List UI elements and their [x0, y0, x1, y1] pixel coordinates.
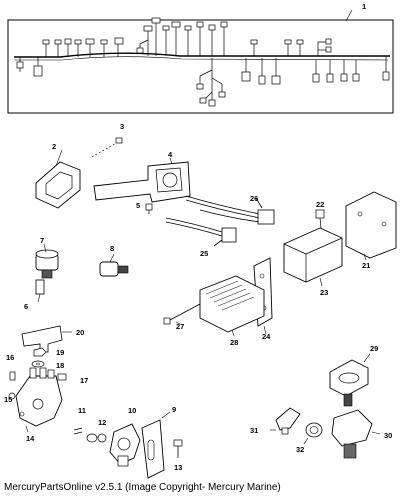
- part-clip-15: [8, 392, 16, 400]
- part-sensor-7: [35, 243, 59, 279]
- callout-1: 1: [362, 2, 366, 11]
- part-bracket-20: [21, 325, 72, 353]
- part-module-23: [283, 227, 343, 287]
- callout-7: 7: [40, 236, 44, 245]
- part-pin-11: [73, 427, 83, 435]
- callout-32: 32: [296, 445, 304, 454]
- callout-labels: 1 2 3 4 5 6 7 8 9 10 11 12 13 14 15 16 1…: [4, 2, 392, 472]
- callout-22: 22: [316, 200, 324, 209]
- part-screw-5: [145, 203, 153, 214]
- callout-24: 24: [262, 332, 271, 341]
- callout-2: 2: [52, 142, 56, 151]
- callout-27: 27: [176, 322, 184, 331]
- callout-15: 15: [4, 395, 12, 404]
- part-bracket-21: [345, 191, 397, 261]
- part-bolt-27: [163, 303, 201, 325]
- callout-4: 4: [168, 150, 173, 159]
- callout-12: 12: [98, 418, 106, 427]
- callout-10: 10: [128, 406, 136, 415]
- part-mount-gasket: [35, 149, 81, 209]
- part-washer-32: [303, 422, 323, 445]
- part-harness-25: [165, 217, 237, 247]
- part-bolt-13: [173, 439, 183, 458]
- callout-26: 26: [250, 194, 258, 203]
- callout-3: 3: [120, 122, 124, 131]
- part-fitting-6: [35, 279, 45, 303]
- callout-11: 11: [78, 406, 86, 415]
- callout-19: 19: [56, 348, 64, 357]
- callout-25: 25: [200, 249, 208, 258]
- callout-18: 18: [56, 361, 64, 370]
- callout-6: 6: [24, 302, 28, 311]
- part-control-module-28: [199, 275, 265, 337]
- part-screw-17: [57, 373, 67, 381]
- callout-29: 29: [370, 344, 378, 353]
- part-sensor-8: [99, 253, 129, 277]
- part-mounting-bracket-4: [93, 157, 191, 203]
- callout-30: 30: [384, 431, 392, 440]
- callout-20: 20: [76, 328, 84, 337]
- image-copyright-footer: MercuryPartsOnline v2.5.1 (Image Copyrig…: [4, 482, 281, 493]
- callout-31: 31: [250, 426, 258, 435]
- part-housing-14: [15, 367, 63, 433]
- part-fitting-31: [270, 407, 301, 435]
- part-harness-26: [185, 195, 275, 225]
- part-sensor-29: [329, 353, 371, 407]
- callout-14: 14: [26, 434, 35, 443]
- part-bracket-9: [141, 411, 171, 479]
- callout-5: 5: [136, 201, 140, 210]
- wiring-harness-panel: [7, 9, 394, 114]
- part-nut-19: [33, 347, 47, 357]
- callout-23: 23: [320, 288, 328, 297]
- callout-16: 16: [6, 353, 14, 362]
- callout-13: 13: [174, 463, 182, 472]
- part-motor-10: [109, 423, 141, 467]
- part-fitting-16: [9, 371, 16, 381]
- callout-21: 21: [362, 261, 370, 270]
- parts-exploded-diagram: 1 2 3 4 5 6 7 8 9 10 11 12 13 14 15 16 1…: [4, 2, 397, 479]
- part-washer-18: [31, 360, 45, 368]
- callout-8: 8: [110, 244, 114, 253]
- part-washer-12: [86, 433, 107, 443]
- callout-17: 17: [80, 376, 88, 385]
- callout-28: 28: [230, 338, 238, 347]
- part-screw-3: [89, 137, 123, 159]
- part-sensor-30: [331, 409, 381, 459]
- callout-9: 9: [172, 405, 176, 414]
